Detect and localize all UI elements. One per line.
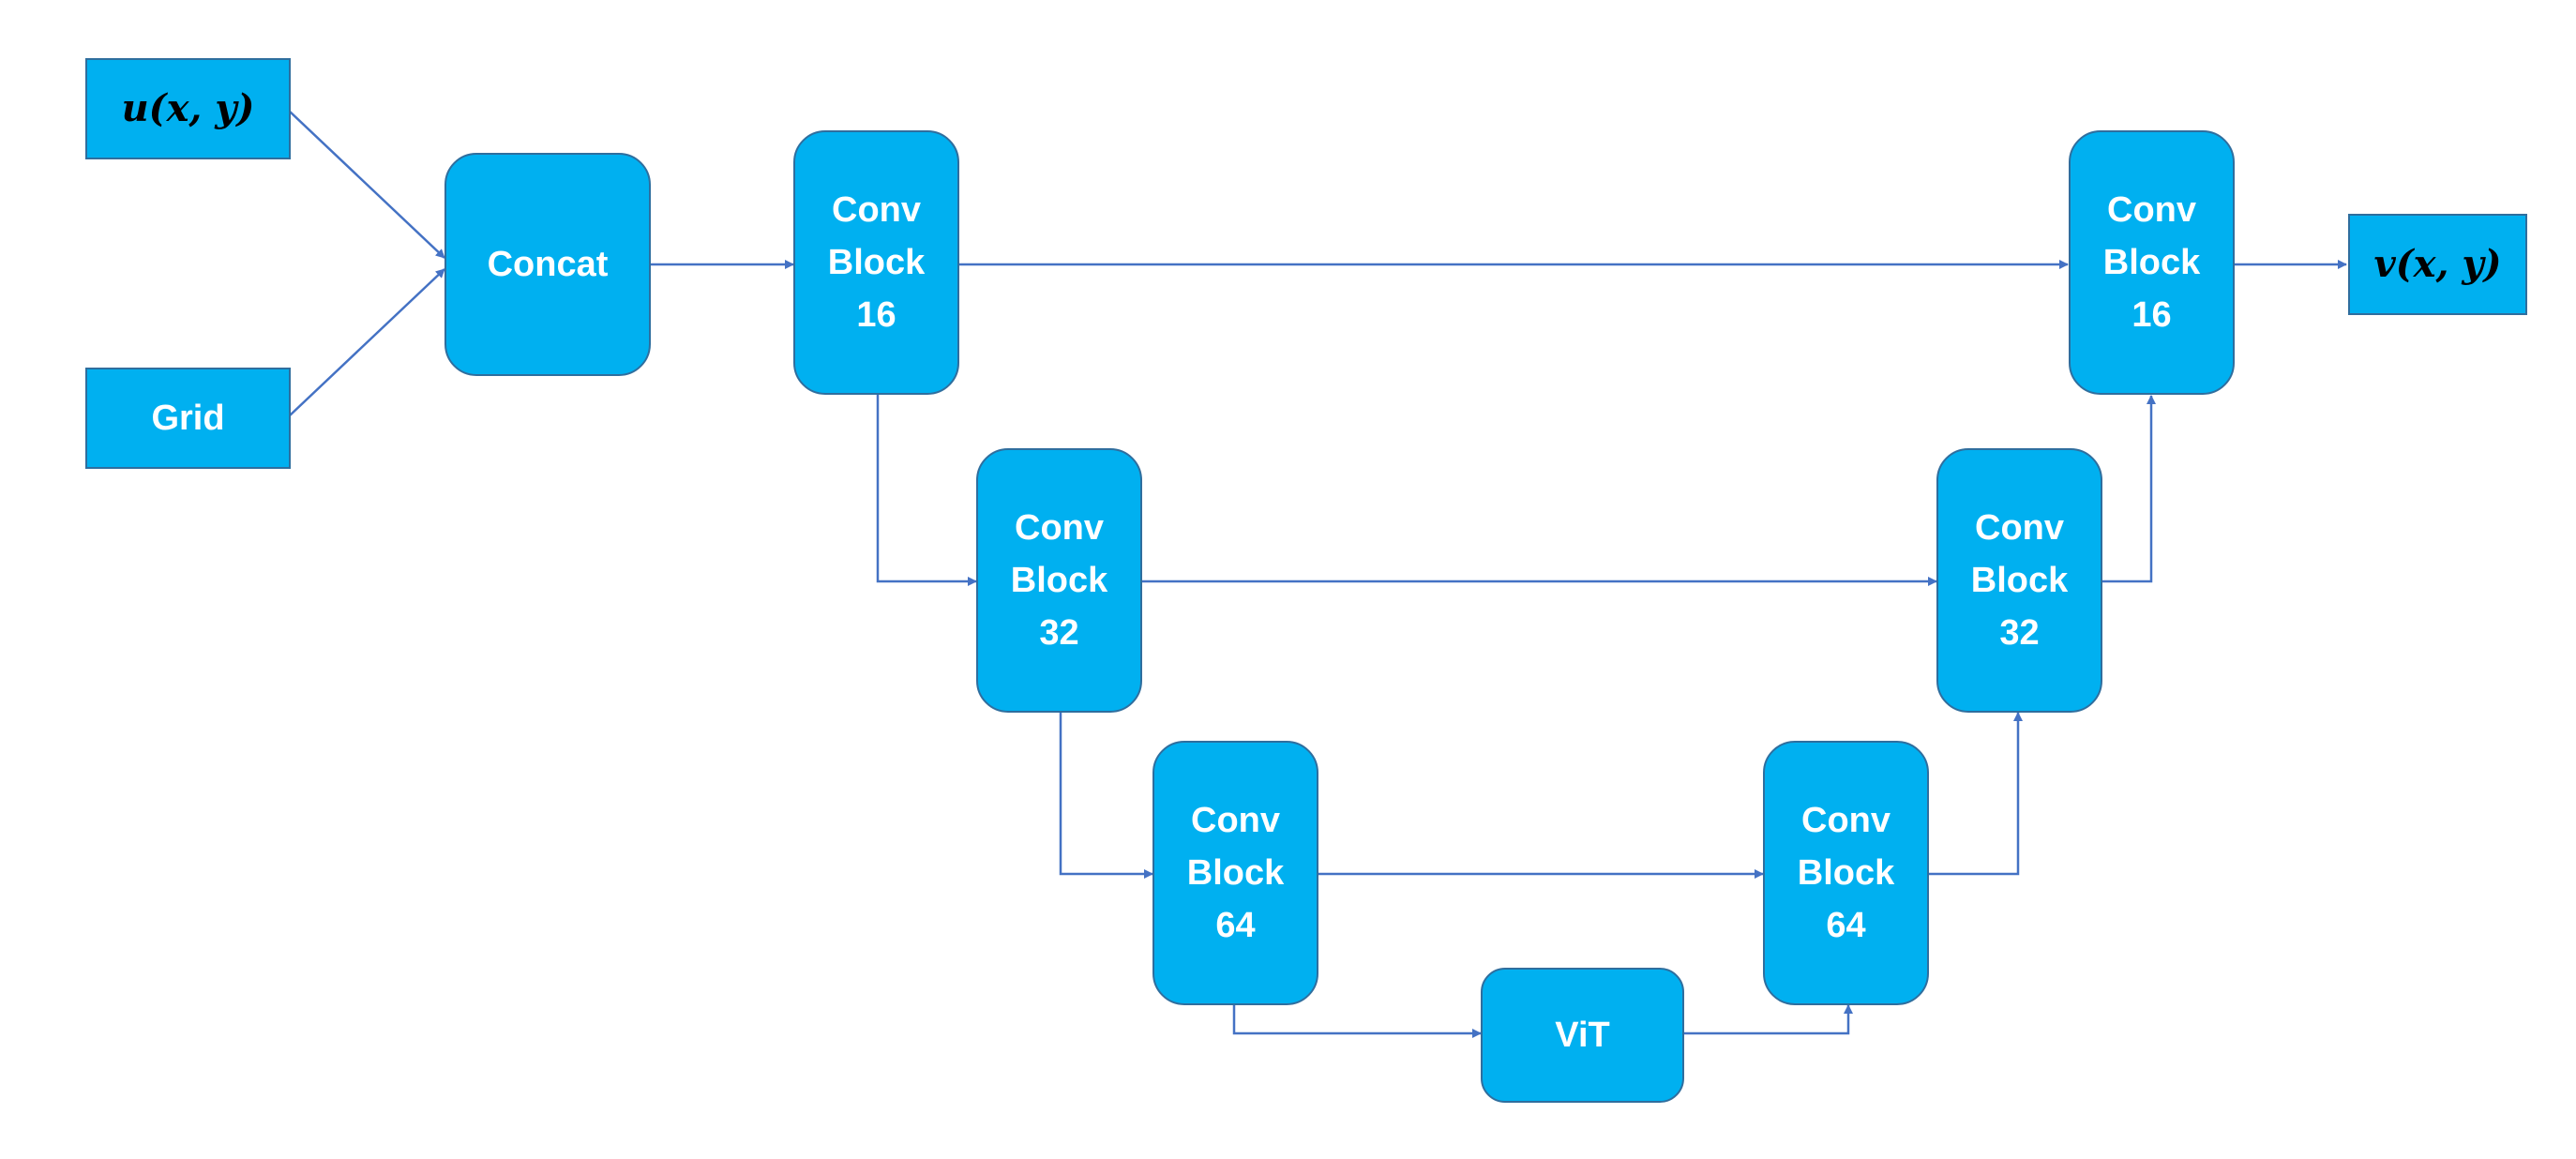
- arrow-enc32-to-enc64: [1059, 711, 1153, 879]
- dec16-line-3: 16: [2132, 295, 2172, 335]
- arrow-u-to-concat: [288, 110, 445, 259]
- encoder-conv-block-32: Conv Block 32: [976, 448, 1142, 713]
- vit-label: ViT: [1555, 1016, 1610, 1055]
- grid-box: Grid: [85, 368, 291, 469]
- enc64-line-3: 64: [1215, 906, 1256, 945]
- dec16-line-2: Block: [2102, 243, 2201, 282]
- dec32-line-3: 32: [1999, 613, 2040, 653]
- dec32-line-1: Conv: [1975, 508, 2064, 548]
- decoder-conv-block-16: Conv Block 16: [2069, 130, 2235, 395]
- enc64-line-2: Block: [1186, 853, 1285, 893]
- dec64-line-1: Conv: [1801, 801, 1891, 840]
- dec16-line-1: Conv: [2107, 190, 2196, 230]
- arrow-enc64-to-vit: [1232, 1003, 1482, 1038]
- enc16-line-3: 16: [856, 295, 896, 335]
- arrow-dec32-to-dec16: [2102, 395, 2156, 583]
- vit-box: ViT: [1481, 968, 1684, 1103]
- arrow-grid-to-concat: [288, 268, 445, 417]
- arrow-dec64-to-dec32: [1929, 712, 2023, 876]
- output-v-label: v(x, y): [2373, 242, 2502, 286]
- input-u-label: u(x, y): [121, 86, 255, 130]
- decoder-conv-block-32: Conv Block 32: [1936, 448, 2102, 713]
- output-v-box: v(x, y): [2348, 214, 2527, 315]
- dec64-line-3: 64: [1826, 906, 1866, 945]
- enc32-line-1: Conv: [1015, 508, 1104, 548]
- enc16-line-1: Conv: [832, 190, 921, 230]
- enc32-line-3: 32: [1039, 613, 1079, 653]
- encoder-conv-block-64: Conv Block 64: [1152, 741, 1318, 1005]
- arrow-vit-to-dec64: [1684, 1004, 1853, 1035]
- concat-box: Concat: [444, 153, 651, 376]
- enc32-line-2: Block: [1010, 561, 1108, 600]
- input-u-box: u(x, y): [85, 58, 291, 159]
- grid-label: Grid: [151, 399, 225, 438]
- enc16-line-2: Block: [827, 243, 926, 282]
- dec64-line-2: Block: [1797, 853, 1895, 893]
- enc64-line-1: Conv: [1191, 801, 1280, 840]
- arrow-enc16-to-enc32: [876, 394, 977, 586]
- encoder-conv-block-16: Conv Block 16: [793, 130, 959, 395]
- concat-label: Concat: [487, 245, 609, 284]
- dec32-line-2: Block: [1970, 561, 2069, 600]
- decoder-conv-block-64: Conv Block 64: [1763, 741, 1929, 1005]
